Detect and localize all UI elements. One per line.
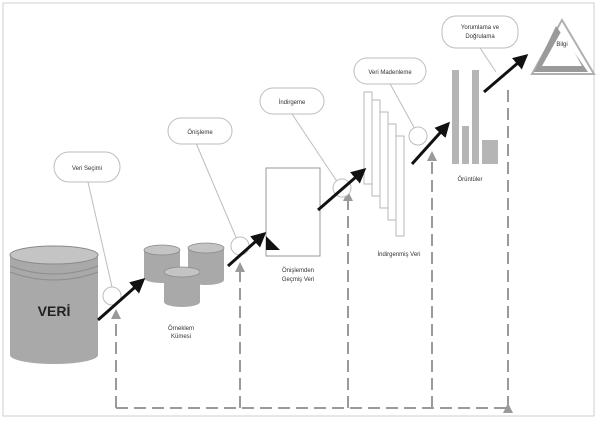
orneklem-cylinders <box>143 242 225 307</box>
reduced-data-pages <box>363 91 405 237</box>
patterns-bars <box>452 70 498 164</box>
indirgeme-label: İndirgeme <box>279 99 306 106</box>
veri-madenleme-label: Veri Madenleme <box>368 70 412 76</box>
preprocessed-corner-mark <box>266 236 280 250</box>
onislem-label-line1: Önişlemden <box>282 267 314 274</box>
callout-leaders <box>87 47 497 288</box>
oruntuler-label: Örüntüler <box>457 176 482 183</box>
bilgi-triangle <box>530 17 596 75</box>
onisleme-label: Önişleme <box>187 129 213 136</box>
arrow-yorumlama <box>483 54 529 94</box>
veri-secimi-label: Veri Seçimi <box>72 166 102 172</box>
arrow-veri-madenleme <box>410 121 451 166</box>
indirgenmis-label: İndirgenmiş Veri <box>377 251 420 258</box>
callout-yorumlama: Yorumlama ve Doğrulama <box>441 15 519 49</box>
yorumlama-label-line2: Doğrulama <box>465 34 495 40</box>
process-arrows <box>97 54 529 322</box>
feedback-loop <box>111 85 513 413</box>
callout-veri-secimi: Veri Seçimi <box>53 151 121 183</box>
preprocessed-data-box <box>265 167 321 257</box>
diagram-frame <box>2 2 595 417</box>
yorumlama-label-line1: Yorumlama ve <box>461 25 500 31</box>
orneklem-label-line2: Kümesi <box>171 334 191 340</box>
arrow-indirgeme <box>317 168 367 212</box>
callout-indirgeme: İndirgeme <box>259 87 325 115</box>
onislem-label-line2: Geçmiş Veri <box>282 277 314 283</box>
arrow-veri-secimi <box>97 278 146 322</box>
callout-onisleme: Önişleme <box>167 117 233 145</box>
orneklem-label-line1: Örneklem <box>168 325 194 332</box>
bilgi-label: Bilgi <box>556 42 567 48</box>
arrow-onisleme <box>227 232 267 268</box>
veri-cylinder <box>9 245 99 364</box>
callout-veri-madenleme: Veri Madenleme <box>353 57 427 85</box>
veri-label: VERİ <box>38 303 71 319</box>
